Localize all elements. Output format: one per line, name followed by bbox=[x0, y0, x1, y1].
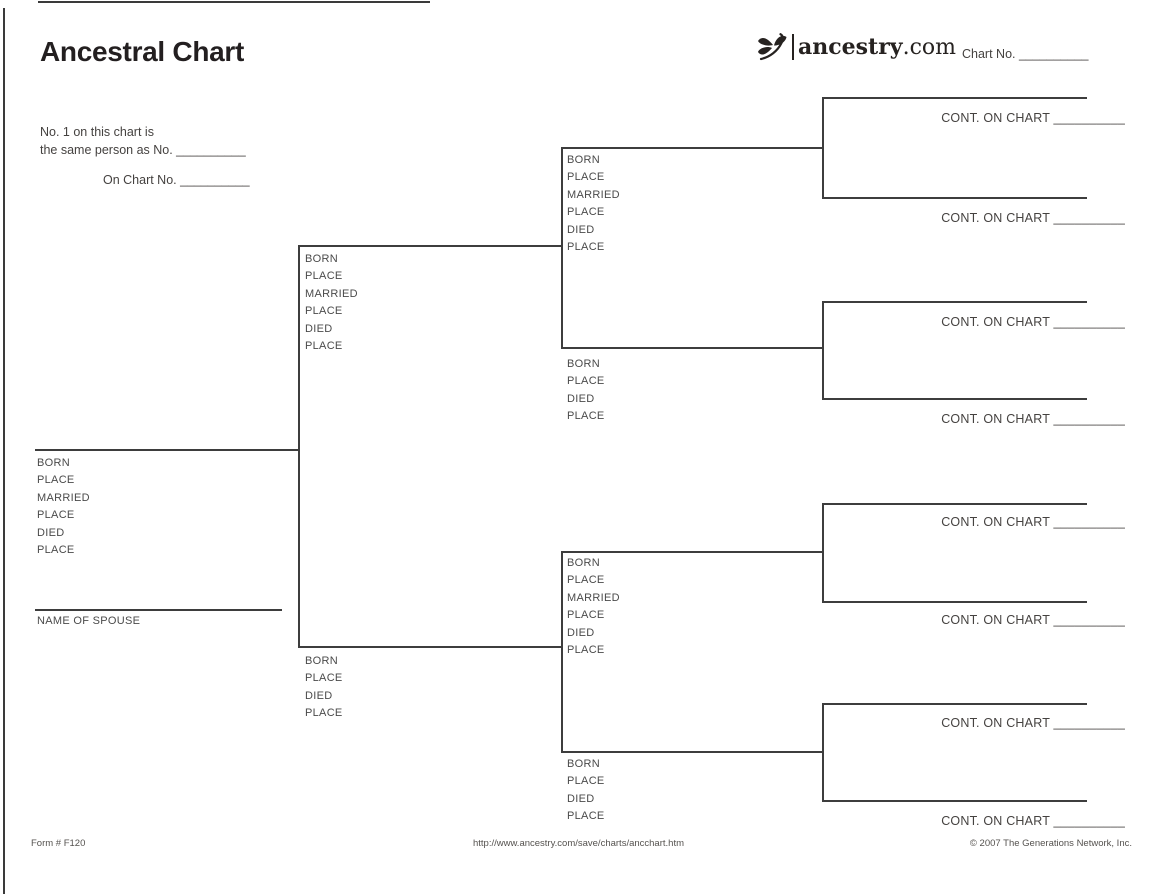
field-label: PLACE bbox=[567, 206, 605, 219]
chart-no-field: Chart No. __________ bbox=[962, 47, 1089, 61]
field-label: DIED bbox=[37, 526, 65, 539]
paternal-grandfather-fields: BORN PLACE MARRIED PLACE DIED PLACE bbox=[567, 152, 620, 256]
maternal-bracket-vertical bbox=[561, 551, 563, 752]
paternal-grandmother-name-line bbox=[561, 347, 823, 349]
cont-on-chart-label-7: CONT. ON CHART __________ bbox=[941, 716, 1125, 730]
spouse-name-line bbox=[35, 609, 282, 611]
maternal-grandfather-name-line bbox=[561, 551, 823, 553]
great-grandparent-8-name-line bbox=[822, 800, 1087, 802]
cont-on-chart-label-5: CONT. ON CHART __________ bbox=[941, 515, 1125, 529]
logo-wordmark: ancestry.com bbox=[798, 34, 956, 61]
cont-on-chart-label-2: CONT. ON CHART __________ bbox=[941, 211, 1125, 225]
reference-line-2: the same person as No. __________ bbox=[40, 142, 246, 157]
maternal-grandmother-fields: BORN PLACE DIED PLACE bbox=[567, 756, 605, 826]
mother-fields: BORN PLACE DIED PLACE bbox=[305, 653, 343, 723]
field-label: BORN bbox=[567, 154, 600, 166]
field-label: PLACE bbox=[567, 810, 605, 823]
field-label: DIED bbox=[567, 792, 595, 805]
field-label: PLACE bbox=[305, 305, 343, 318]
field-label: BORN bbox=[567, 358, 600, 370]
page-border-left bbox=[3, 8, 5, 894]
gen2-bracket-vertical bbox=[298, 245, 300, 647]
maternal-grandfather-fields: BORN PLACE MARRIED PLACE DIED PLACE bbox=[567, 555, 620, 659]
great-grandparents-bracket-3 bbox=[822, 503, 824, 602]
field-label: PLACE bbox=[567, 241, 605, 254]
footer-url: http://www.ancestry.com/save/charts/ancc… bbox=[472, 838, 684, 849]
field-label: PLACE bbox=[567, 574, 605, 587]
cont-on-chart-label-4: CONT. ON CHART __________ bbox=[941, 412, 1125, 426]
field-label: PLACE bbox=[567, 644, 605, 657]
field-label: PLACE bbox=[37, 474, 75, 487]
field-label: MARRIED bbox=[37, 491, 90, 504]
field-label: BORN bbox=[305, 655, 338, 667]
logo-suffix: .com bbox=[902, 34, 956, 60]
field-label: PLACE bbox=[567, 609, 605, 622]
field-label: PLACE bbox=[305, 707, 343, 720]
field-label: DIED bbox=[567, 392, 595, 405]
spouse-label: NAME OF SPOUSE bbox=[37, 615, 141, 627]
form-number: Form # F120 bbox=[31, 838, 86, 849]
field-label: PLACE bbox=[567, 375, 605, 388]
cont-on-chart-label-6: CONT. ON CHART __________ bbox=[941, 613, 1125, 627]
cont-on-chart-label-8: CONT. ON CHART __________ bbox=[941, 814, 1125, 828]
great-grandparents-bracket-2 bbox=[822, 301, 824, 399]
person1-name-line bbox=[35, 449, 299, 451]
field-label: PLACE bbox=[305, 672, 343, 685]
reference-note: No. 1 on this chart is the same person a… bbox=[40, 124, 250, 190]
cont-on-chart-label-3: CONT. ON CHART __________ bbox=[941, 315, 1125, 329]
paternal-grandmother-fields: BORN PLACE DIED PLACE bbox=[567, 356, 605, 426]
reference-line-1: No. 1 on this chart is bbox=[40, 125, 154, 139]
footer-copyright: © 2007 The Generations Network, Inc. bbox=[969, 838, 1132, 849]
paternal-bracket-vertical bbox=[561, 147, 563, 348]
mother-name-line bbox=[298, 646, 563, 648]
great-grandparent-5-name-line bbox=[822, 503, 1087, 505]
ancestry-logo: ancestry.com bbox=[757, 32, 956, 62]
field-label: PLACE bbox=[305, 340, 343, 353]
great-grandparent-7-name-line bbox=[822, 703, 1087, 705]
field-label: DIED bbox=[305, 322, 333, 335]
great-grandparent-2-name-line bbox=[822, 197, 1087, 199]
maternal-grandmother-name-line bbox=[561, 751, 823, 753]
great-grandparent-6-name-line bbox=[822, 601, 1087, 603]
cont-on-chart-label-1: CONT. ON CHART __________ bbox=[941, 111, 1125, 125]
logo-divider bbox=[792, 34, 794, 60]
field-label: DIED bbox=[567, 223, 595, 236]
page-border-top bbox=[38, 1, 430, 3]
field-label: PLACE bbox=[567, 410, 605, 423]
field-label: BORN bbox=[567, 758, 600, 770]
field-label: PLACE bbox=[567, 775, 605, 788]
paternal-grandfather-name-line bbox=[561, 147, 823, 149]
person1-fields: BORN PLACE MARRIED PLACE DIED PLACE bbox=[37, 455, 90, 559]
great-grandparents-bracket-1 bbox=[822, 97, 824, 198]
field-label: DIED bbox=[567, 626, 595, 639]
field-label: PLACE bbox=[37, 509, 75, 522]
ancestry-leaf-icon bbox=[758, 33, 787, 61]
field-label: PLACE bbox=[305, 270, 343, 283]
field-label: MARRIED bbox=[567, 591, 620, 604]
great-grandparent-1-name-line bbox=[822, 97, 1087, 99]
father-fields: BORN PLACE MARRIED PLACE DIED PLACE bbox=[305, 251, 358, 355]
great-grandparents-bracket-4 bbox=[822, 703, 824, 801]
reference-line-3: On Chart No. __________ bbox=[103, 173, 250, 187]
logo-name: ancestry bbox=[798, 33, 903, 60]
field-label: MARRIED bbox=[305, 287, 358, 300]
field-label: BORN bbox=[37, 457, 70, 469]
great-grandparent-4-name-line bbox=[822, 398, 1087, 400]
page-title: Ancestral Chart bbox=[40, 36, 245, 67]
field-label: DIED bbox=[305, 689, 333, 702]
field-label: PLACE bbox=[567, 171, 605, 184]
father-name-line bbox=[298, 245, 563, 247]
field-label: PLACE bbox=[37, 544, 75, 557]
field-label: MARRIED bbox=[567, 188, 620, 201]
great-grandparent-3-name-line bbox=[822, 301, 1087, 303]
field-label: BORN bbox=[305, 253, 338, 265]
field-label: BORN bbox=[567, 557, 600, 569]
